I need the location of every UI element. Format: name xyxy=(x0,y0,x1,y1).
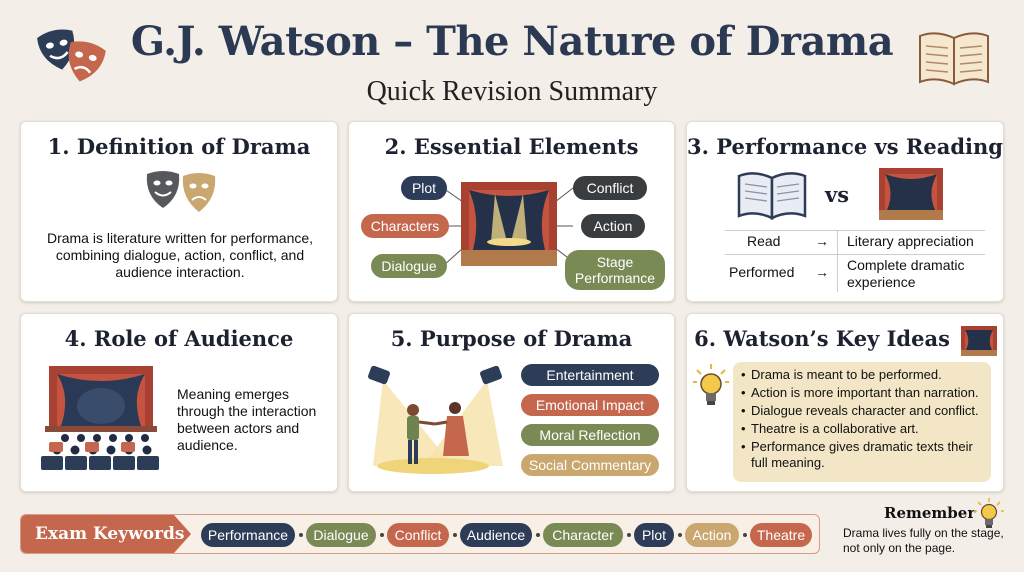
definition-text: Drama is literature written for performa… xyxy=(46,230,314,280)
purpose-social-commentary: Social Commentary xyxy=(521,454,659,476)
element-characters: Characters xyxy=(361,214,449,238)
separator-dot xyxy=(299,533,303,537)
purpose-entertainment: Entertainment xyxy=(521,364,659,386)
elements-card: 2. Essential Elements Plot Characters Di… xyxy=(348,121,675,302)
arrow-icon: → xyxy=(815,233,829,249)
versus-label: vs xyxy=(825,182,850,207)
mode-performed: Performed xyxy=(729,264,795,280)
divider xyxy=(725,230,985,231)
separator-dot xyxy=(453,533,457,537)
page-subtitle: Quick Revision Summary xyxy=(366,76,658,107)
performance-card: 3. Performance vs Reading vs Read → Lite… xyxy=(686,121,1004,302)
audience-text: Meaning emerges through the interaction … xyxy=(177,386,317,453)
element-stage-performance: Stage Performance xyxy=(565,250,665,290)
separator-dot xyxy=(678,533,682,537)
keyword-dialogue: Dialogue xyxy=(306,523,376,547)
drama-masks-icon xyxy=(37,29,106,82)
separator-dot xyxy=(536,533,540,537)
elements-card-title: 2. Essential Elements xyxy=(384,134,639,159)
element-dialogue: Dialogue xyxy=(371,254,447,278)
exam-keywords-label: Exam Keywords xyxy=(21,515,191,553)
element-plot: Plot xyxy=(401,176,447,200)
performance-card-title: 3. Performance vs Reading xyxy=(687,134,1003,159)
keyword-conflict: Conflict xyxy=(387,523,449,547)
list-item: Performance gives dramatic texts their f… xyxy=(741,439,983,471)
purpose-moral-reflection: Moral Reflection xyxy=(521,424,659,446)
open-book-icon xyxy=(919,32,989,86)
keyword-plot: Plot xyxy=(634,523,674,547)
lightbulb-icon xyxy=(693,364,729,405)
keyword-performance: Performance xyxy=(201,523,295,547)
ideas-card: 6. Watson’s Key Ideas Drama is meant to … xyxy=(686,313,1004,492)
audience-card-title: 4. Role of Audience xyxy=(64,326,294,351)
purpose-card: 5. Purpose of Drama Entertainment Emotio… xyxy=(348,313,675,492)
remember-title: Remember xyxy=(884,504,976,522)
lightbulb-icon xyxy=(974,498,1004,528)
result-read: Literary appreciation xyxy=(847,233,974,249)
list-item: Dialogue reveals character and conflict. xyxy=(741,403,983,419)
mode-read: Read xyxy=(747,233,781,249)
separator-dot xyxy=(627,533,631,537)
theatre-stage-icon xyxy=(961,326,997,356)
separator-dot xyxy=(380,533,384,537)
drama-masks-icon xyxy=(146,171,216,212)
key-ideas-list: Drama is meant to be performed. Action i… xyxy=(733,362,991,482)
element-action: Action xyxy=(581,214,645,238)
purpose-card-title: 5. Purpose of Drama xyxy=(390,326,633,351)
audience-card: 4. Role of Audience Meaning emerges thro… xyxy=(20,313,338,492)
divider xyxy=(837,230,838,292)
remember-text: Drama lives fully on the stage, not only… xyxy=(843,526,1004,555)
separator-dot xyxy=(743,533,747,537)
keyword-audience: Audience xyxy=(460,523,532,547)
ideas-card-title: 6. Watson’s Key Ideas xyxy=(694,326,950,351)
page-title: G.J. Watson – The Nature of Drama xyxy=(130,18,894,65)
element-conflict: Conflict xyxy=(573,176,647,200)
theatre-audience-icon xyxy=(41,366,159,470)
exam-keywords-bar: Exam Keywords Performance Dialogue Confl… xyxy=(20,514,820,554)
keyword-character: Character xyxy=(543,523,623,547)
result-performed: Complete dramatic experience xyxy=(847,257,965,290)
keyword-theatre: Theatre xyxy=(750,523,812,547)
spotlight-actors-icon xyxy=(368,365,503,474)
divider xyxy=(725,254,985,255)
list-item: Action is more important than narration. xyxy=(741,385,983,401)
theatre-stage-icon xyxy=(879,168,943,220)
open-book-icon xyxy=(737,172,807,220)
list-item: Theatre is a collaborative art. xyxy=(741,421,983,437)
theatre-stage-icon xyxy=(461,182,557,266)
list-item: Drama is meant to be performed. xyxy=(741,367,983,383)
keyword-action: Action xyxy=(685,523,739,547)
definition-card: 1. Definition of Drama Drama is literatu… xyxy=(20,121,338,302)
definition-card-title: 1. Definition of Drama xyxy=(47,134,311,159)
arrow-icon: → xyxy=(815,264,829,280)
purpose-emotional-impact: Emotional Impact xyxy=(521,394,659,416)
